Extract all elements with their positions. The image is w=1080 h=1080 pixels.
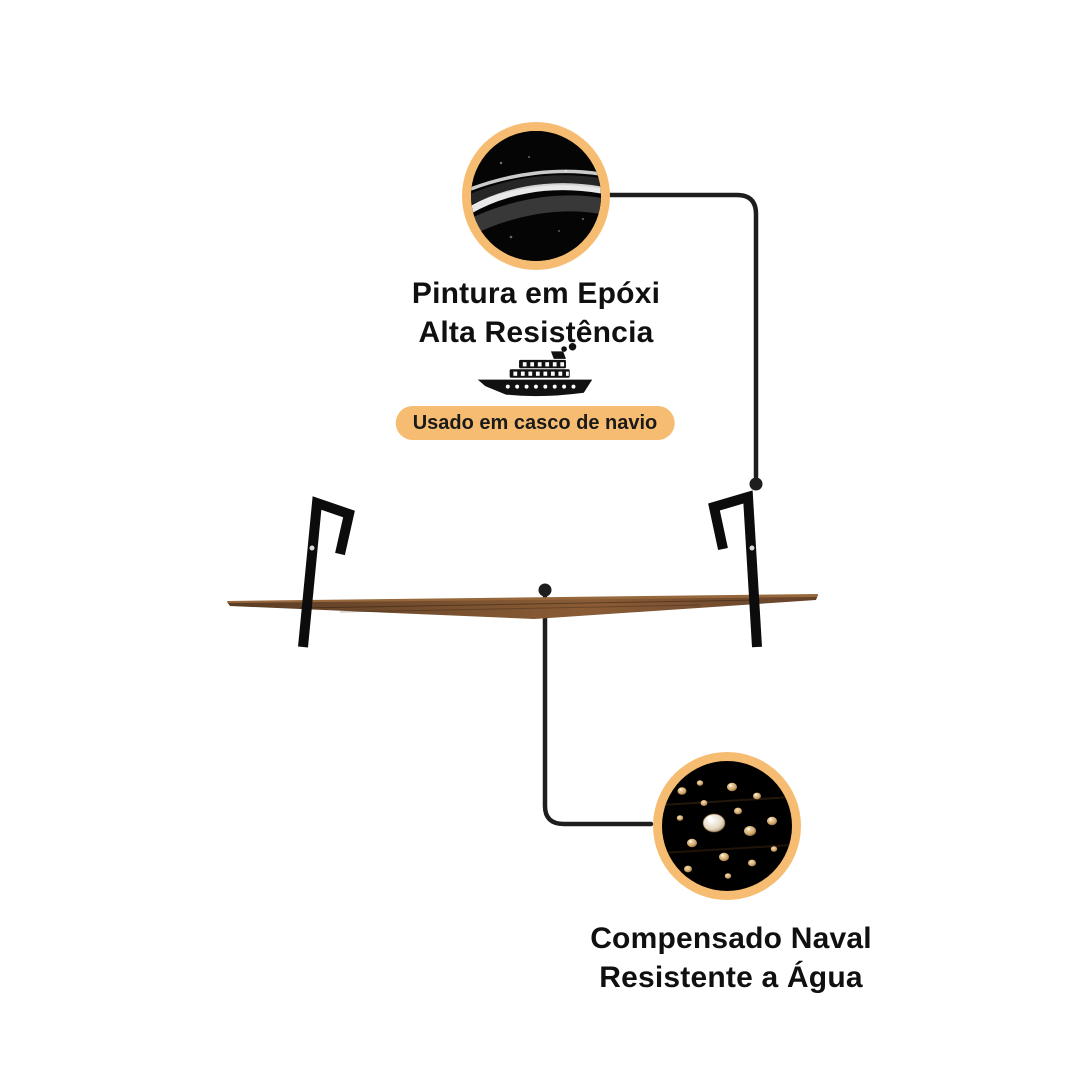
epoxy-photo-ring xyxy=(462,122,610,270)
callout-line-epoxy xyxy=(607,192,759,480)
epoxy-title: Pintura em Epóxi Alta Resistência xyxy=(316,274,756,352)
bracket-screw-right xyxy=(749,545,755,551)
shelf-bracket-right xyxy=(708,490,762,648)
callout-dot-plywood xyxy=(538,583,552,597)
epoxy-title-line1: Pintura em Epóxi xyxy=(411,277,661,310)
ship-hull-badge: Usado em casco de navio xyxy=(395,406,675,440)
plywood-title-line2: Resistente a Água xyxy=(599,961,863,994)
glossy-epoxy-paint-art xyxy=(471,131,601,261)
epoxy-title-line2: Alta Resistência xyxy=(418,316,654,349)
shelf-grain-line xyxy=(299,599,761,609)
epoxy-photo xyxy=(471,131,601,261)
plywood-title-line1: Compensado Naval xyxy=(590,922,872,955)
shelf-plank-top-edge xyxy=(227,594,818,603)
shelf-grain-line xyxy=(339,604,701,613)
plywood-title: Compensado Naval Resistente a Água xyxy=(511,919,951,997)
callout-dot-epoxy xyxy=(749,477,763,491)
plywood-photo xyxy=(662,761,792,891)
water-droplets-art xyxy=(662,780,792,879)
ship-icon xyxy=(474,342,596,404)
shelf-bracket-left xyxy=(298,496,355,648)
callout-line-plywood xyxy=(542,594,654,827)
bracket-screw-left xyxy=(309,545,315,551)
plywood-photo-ring xyxy=(653,752,801,900)
